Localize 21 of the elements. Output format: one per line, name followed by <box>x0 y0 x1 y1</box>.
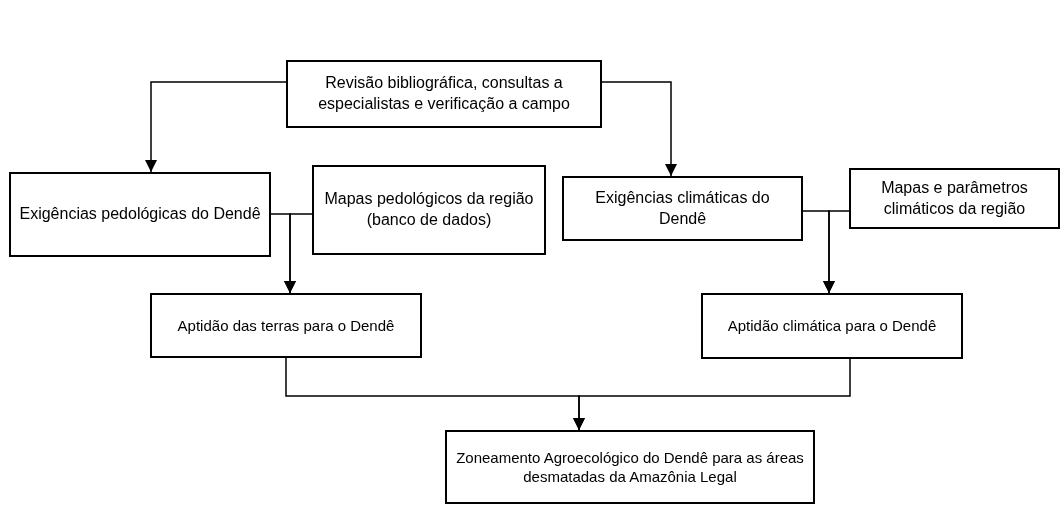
process-box <box>562 176 803 241</box>
arrow <box>601 81 677 177</box>
arrow <box>284 213 313 294</box>
process-box <box>286 60 602 128</box>
box-text: Aptidão das terras para o Dendê <box>177 315 395 336</box>
process-box <box>445 430 815 504</box>
arrow <box>573 358 851 431</box>
box-text: Mapas pedológicos da região (banco de dados) <box>323 189 535 230</box>
process-box <box>312 165 546 255</box>
box-text: Zoneamento Agroecológico do Dendê para as áreas desmatadas da Amazônia Legal <box>455 447 805 487</box>
process-box <box>150 293 422 358</box>
box-text: Exigências pedológicas do Dendê <box>19 204 261 225</box>
box-text: Mapas e parâmetros climáticos da região <box>880 177 1029 219</box>
arrow <box>145 81 287 173</box>
process-box <box>849 168 1060 229</box>
process-box <box>701 293 963 359</box>
process-box <box>9 172 271 257</box>
arrow <box>823 210 850 294</box>
box-text: Aptidão climática para o Dendê <box>727 316 937 336</box>
box-text: Exigências climáticas do Dendê <box>594 187 771 229</box>
box-text: Revisão bibliográfica, consultas a especialistas e verificação a campo <box>317 73 571 114</box>
